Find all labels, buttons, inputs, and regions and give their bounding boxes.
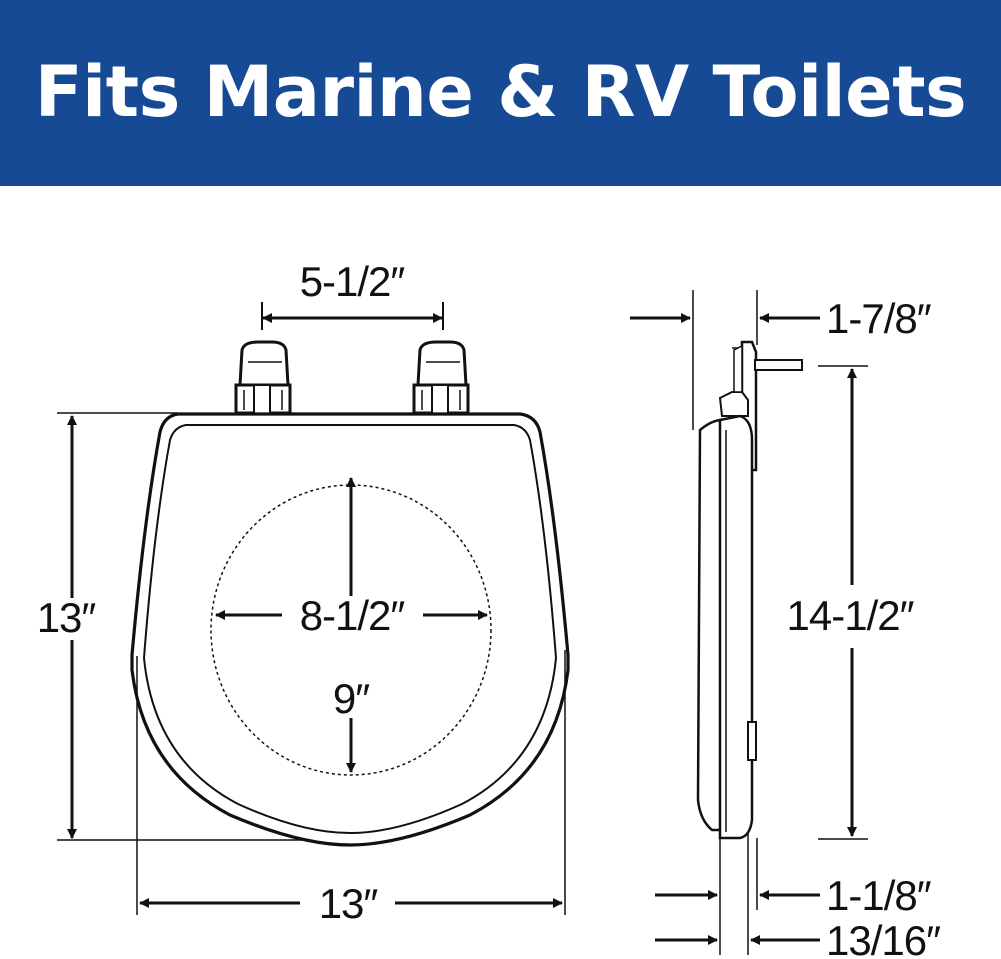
opening-width-label: 8-1/2″	[300, 592, 406, 639]
overall-width-label: 13″	[319, 880, 379, 927]
front-view	[57, 340, 570, 915]
overall-length-label: 13″	[37, 594, 97, 641]
side-dimension-lines	[630, 313, 868, 945]
right-hinge	[412, 340, 470, 422]
left-hinge	[234, 340, 292, 422]
hinge-offset-label: 1-7/8″	[826, 295, 932, 342]
side-view	[692, 290, 803, 955]
dimension-diagram: 5-1/2″ 13″ 13″ 8-1/2″ 9″ 1-7/8″ 14-1/2″ …	[37, 258, 942, 959]
seat-opening	[210, 484, 492, 776]
opening-length-label: 9″	[333, 675, 370, 722]
seat-thickness-label: 13/16″	[826, 917, 941, 959]
banner-title: Fits Marine & RV Toilets	[34, 51, 967, 133]
seat-outline	[130, 412, 570, 847]
bolt-to-front-label: 14-1/2″	[787, 592, 915, 639]
title-banner: Fits Marine & RV Toilets	[0, 0, 1001, 186]
seat-rim	[142, 424, 558, 835]
front-dimension-lines	[67, 302, 563, 908]
hinge-spacing-label: 5-1/2″	[300, 258, 406, 305]
closed-height-label: 1-1/8″	[826, 872, 932, 919]
